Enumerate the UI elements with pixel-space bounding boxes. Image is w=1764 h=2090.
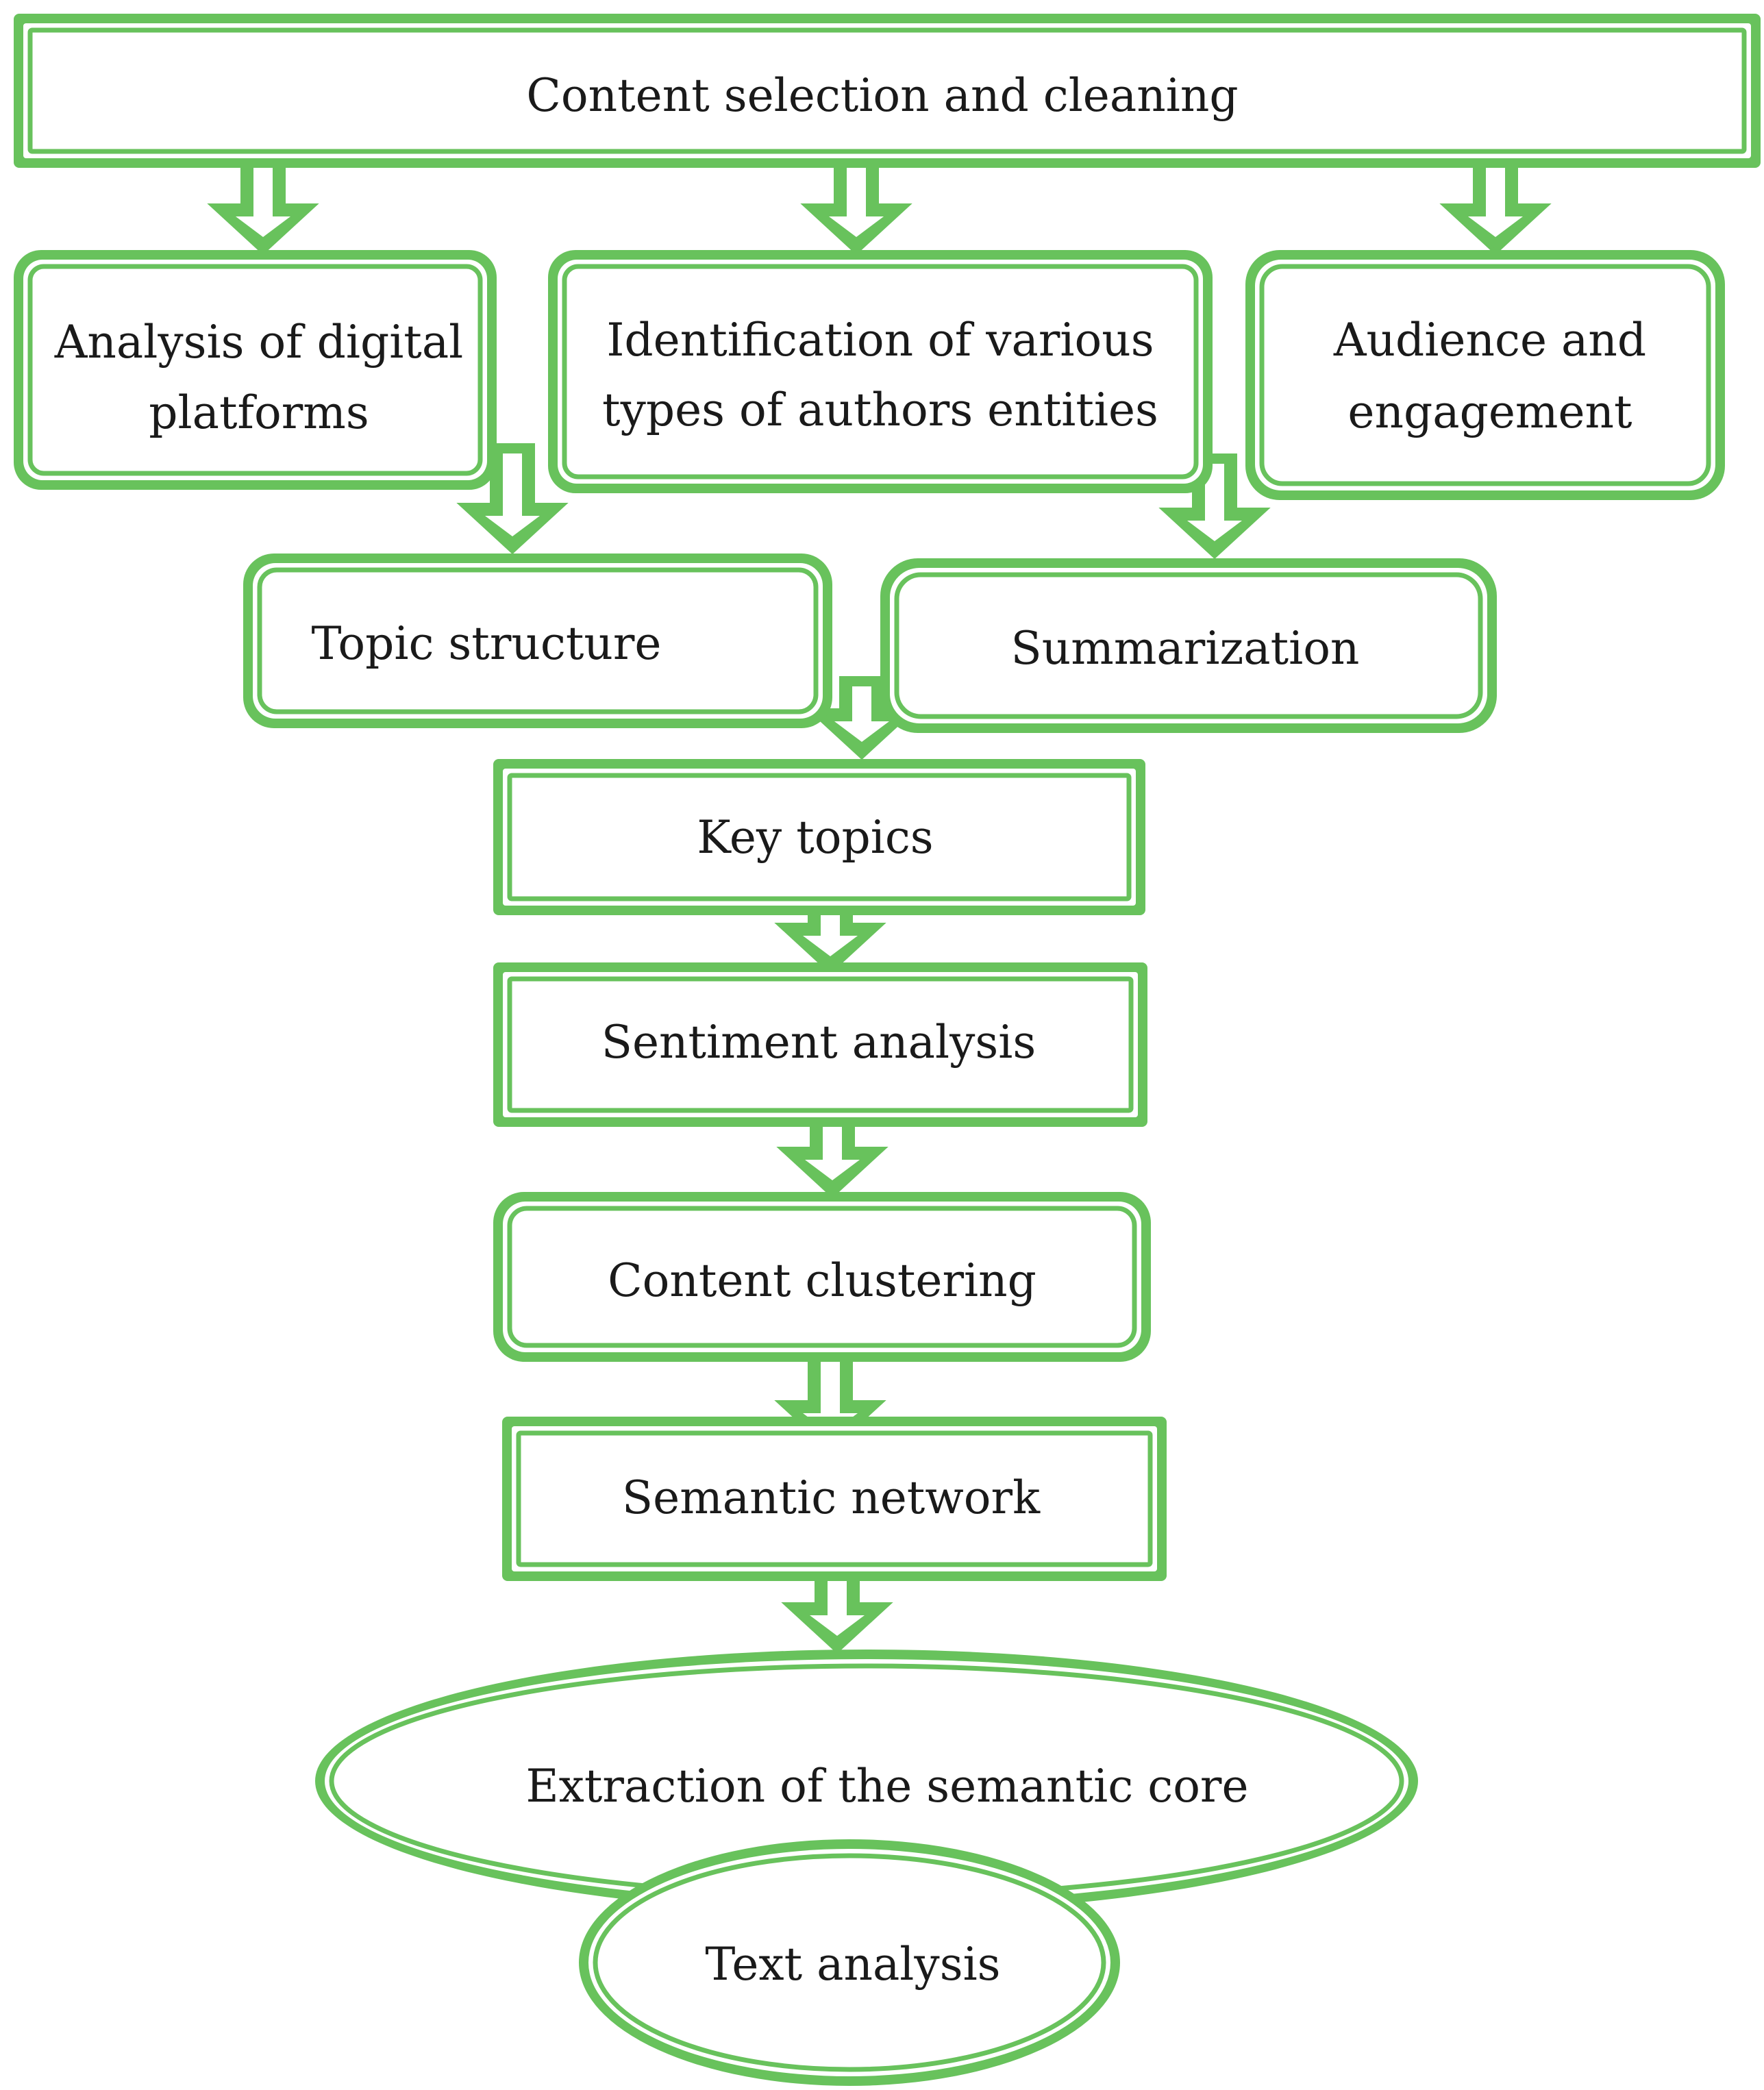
node-content-selection-label: Content selection and cleaning [526, 69, 1238, 122]
arrow-to-topic-structure-icon [456, 443, 569, 555]
node-semantic-network [502, 1417, 1167, 1581]
node-summarization [880, 558, 1497, 733]
boxes-layer [14, 14, 1761, 2086]
node-author-entities-label-line1: Identification of various [606, 314, 1154, 366]
node-topic-structure-label: Topic structure [312, 617, 662, 670]
arrow-to-summarization-icon [1158, 453, 1271, 560]
node-semantic-core [315, 1650, 1418, 1913]
node-audience [1245, 250, 1725, 500]
node-digital-platforms [14, 250, 497, 490]
node-author-entities-label-line2: types of authors entities [602, 384, 1158, 436]
node-summarization-label: Summarization [1011, 622, 1360, 675]
node-text-analysis-label: Text analysis [705, 1938, 1000, 1991]
node-topic-structure [243, 553, 832, 728]
node-audience-label-line1: Audience and [1333, 314, 1646, 366]
labels-layer: Content selection and cleaning Analysis … [54, 69, 1646, 1991]
node-key-topics [493, 759, 1145, 915]
node-text-analysis [579, 1839, 1120, 2086]
node-content-selection [14, 14, 1761, 168]
node-clustering-label: Content clustering [608, 1254, 1036, 1307]
node-author-entities [548, 250, 1213, 493]
node-semantic-core-label: Extraction of the semantic core [525, 1760, 1248, 1813]
node-sentiment-label: Sentiment analysis [601, 1016, 1036, 1069]
node-sentiment [493, 962, 1147, 1127]
node-digital-platforms-label-line2: platforms [149, 386, 369, 439]
node-audience-label-line2: engagement [1347, 386, 1632, 438]
node-semantic-network-label: Semantic network [622, 1471, 1041, 1524]
node-clustering [493, 1192, 1151, 1362]
node-key-topics-label: Key topics [697, 811, 933, 864]
node-digital-platforms-label-line1: Analysis of digital [54, 316, 464, 369]
